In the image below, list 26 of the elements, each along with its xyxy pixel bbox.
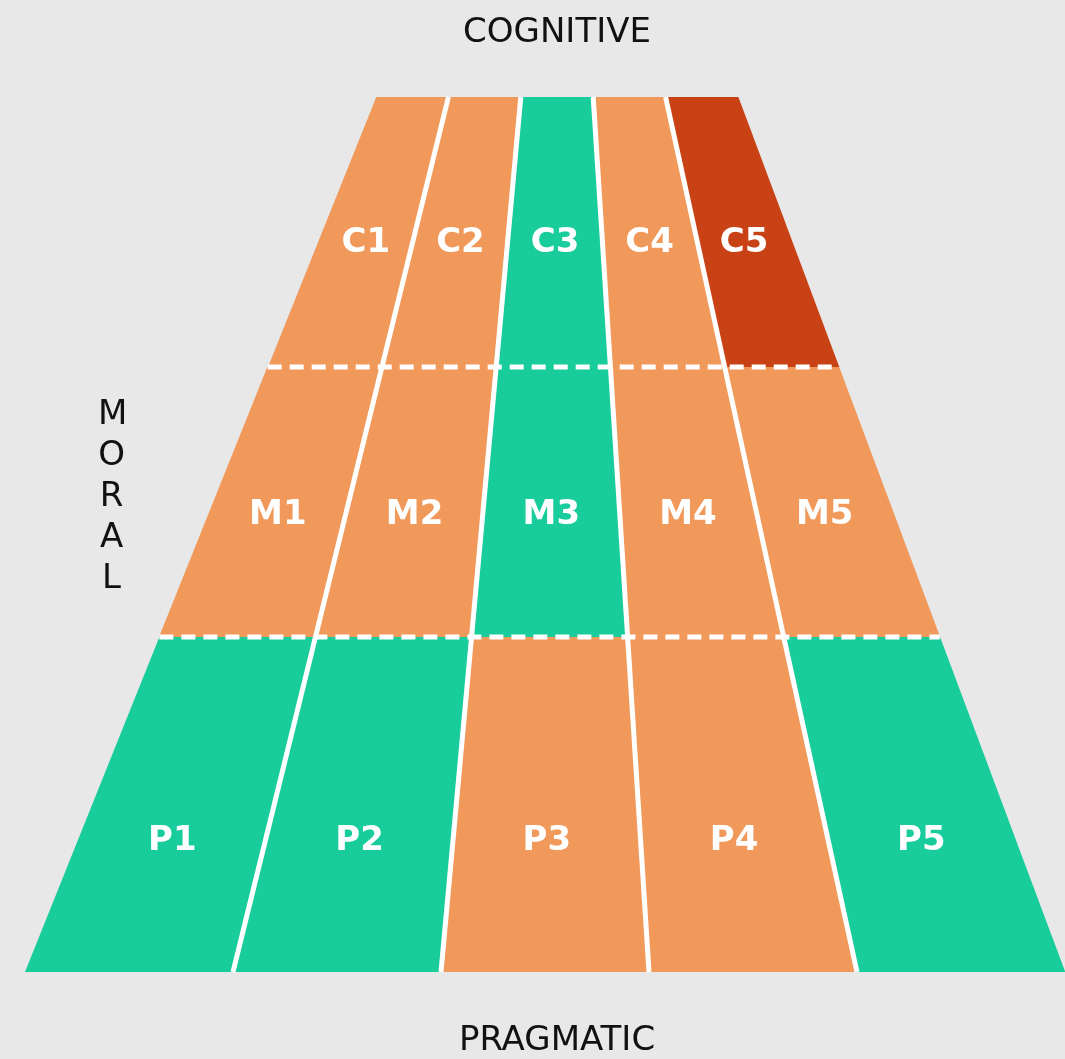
cell-code: C1	[341, 220, 391, 260]
cell-code: P5	[897, 818, 946, 858]
cell-code: M3	[522, 492, 581, 532]
cell-code: P1	[148, 818, 197, 858]
trapezoid-cell	[610, 367, 784, 637]
cell-code: C5	[719, 220, 769, 260]
trapezoid-cell	[724, 367, 940, 637]
cell-code: M4	[659, 492, 717, 532]
trapezoid-cell	[627, 637, 857, 972]
cell-code: C4	[625, 220, 674, 260]
cell-code: M2	[385, 492, 444, 532]
trapezoid-cell	[471, 367, 628, 637]
cell-code: C3	[530, 220, 580, 260]
cell-code: P2	[335, 818, 384, 858]
cell-code: P3	[522, 818, 572, 858]
cell-code: C2	[436, 220, 485, 260]
trapezoid-cell	[441, 637, 649, 972]
cell-code: P4	[709, 818, 759, 858]
cell-code: M5	[795, 492, 854, 532]
axis-title: PRAGMATIC	[458, 1018, 656, 1058]
trapezoid-cell	[25, 637, 316, 972]
trapezoid-cell	[496, 97, 611, 367]
trapezoid-cell	[233, 637, 472, 972]
axis-title: MORAL	[98, 392, 126, 597]
cell-code: M1	[249, 492, 307, 532]
axis-title: COGNITIVE	[463, 10, 651, 50]
